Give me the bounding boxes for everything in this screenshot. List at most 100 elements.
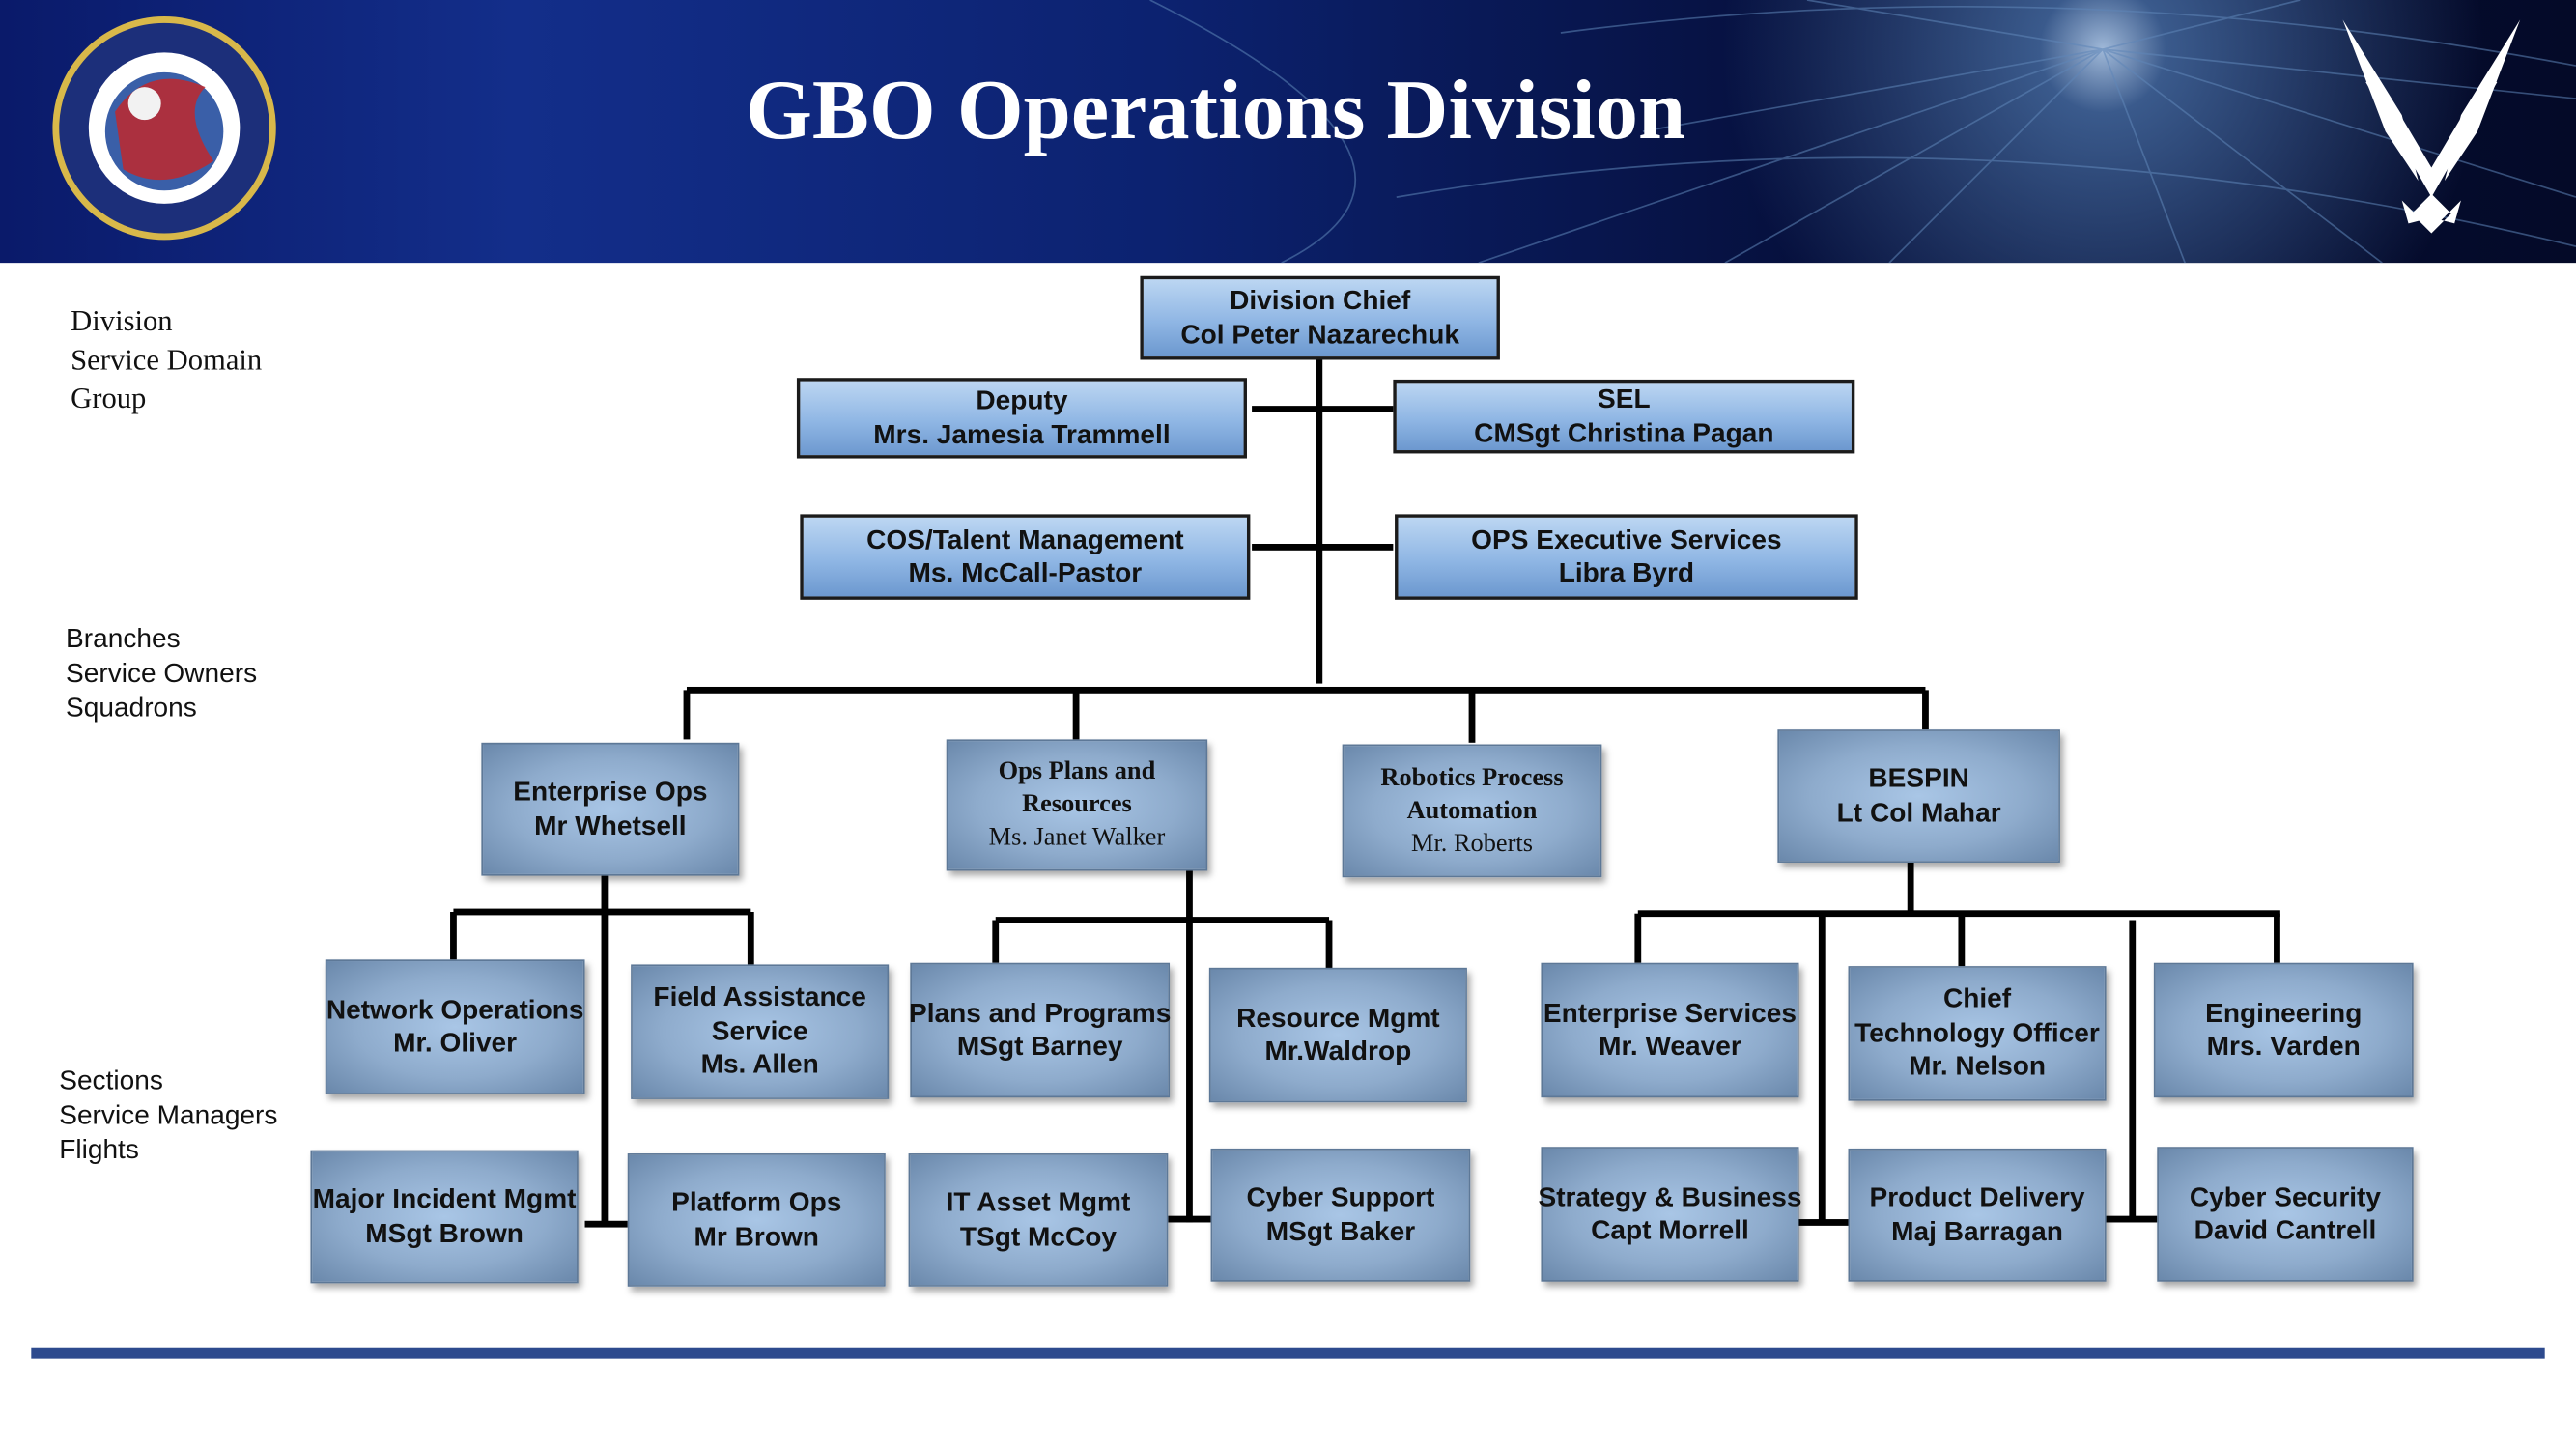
connector-line [1252, 406, 1394, 412]
box-person-name: Capt Morrell [1591, 1215, 1749, 1246]
box-unit-title: Enterprise Services [1543, 998, 1798, 1028]
connector-line [992, 920, 1000, 963]
legend-level-1: Division Service Domain Group [71, 302, 262, 418]
connector-line [747, 911, 754, 965]
box-person-name: Ms. Allen [700, 1050, 819, 1080]
connector-line [1325, 920, 1333, 970]
box-person-name: Ms. Janet Walker [988, 823, 1166, 852]
connector-line [1907, 862, 1914, 914]
box-person-name: Lt Col Mahar [1836, 797, 2001, 828]
header-banner: GBO Operations Division [0, 0, 2576, 264]
box-person-name: Mrs. Varden [2206, 1032, 2361, 1062]
box-unit-title: Plans and Programs [908, 998, 1172, 1028]
connector-line [995, 917, 1330, 923]
bottom-divider-bar [31, 1347, 2545, 1359]
connector-line [1168, 1215, 1211, 1223]
legend-text: Flights [59, 1135, 139, 1165]
connector-line [1922, 690, 1929, 730]
box-unit-title: OPS Executive Services [1471, 525, 1782, 555]
box-person-name: Mr. Oliver [393, 1028, 518, 1059]
box-unit-title: Cyber Support [1246, 1182, 1435, 1213]
box-unit-title: Resources [1022, 790, 1132, 819]
connector-line [683, 690, 691, 740]
box-unit-title: Product Delivery [1869, 1182, 2085, 1213]
connector-line [1252, 543, 1394, 551]
legend-text: Branches [66, 624, 181, 654]
connector-line [2274, 913, 2280, 963]
connector-line [601, 875, 609, 1226]
legend-text: Sections [59, 1065, 163, 1096]
box-unit-title: Network Operations [326, 994, 584, 1025]
box-unit-title: Chief [1942, 984, 2012, 1014]
connector-line [453, 908, 751, 916]
box-unit-title: Strategy & Business [1538, 1181, 1802, 1212]
box-unit-title: Division Chief [1230, 285, 1411, 316]
box-unit-title: Service [711, 1016, 808, 1047]
box-unit-title: Platform Ops [671, 1187, 842, 1218]
box-person-name: David Cantrell [2194, 1215, 2377, 1246]
legend-text: Division [71, 303, 173, 337]
box-unit-title: COS/Talent Management [866, 525, 1184, 555]
box-person-name: MSgt Barney [956, 1032, 1123, 1062]
legend-text: Service Domain [71, 342, 263, 376]
page-title: GBO Operations Division [746, 64, 1686, 158]
box-unit-title: Cyber Security [2189, 1181, 2382, 1212]
box-person-name: Mr. Weaver [1599, 1032, 1741, 1062]
legend-text: Group [71, 381, 147, 414]
box-person-name: Mr Brown [694, 1221, 819, 1252]
box-person-name: Mrs. Jamesia Trammell [873, 419, 1171, 450]
connector-line [1958, 913, 1966, 967]
connector-line [1186, 870, 1193, 1223]
connector-line [1072, 690, 1080, 740]
box-person-name: Mr. Nelson [1909, 1052, 2046, 1082]
connector-line [686, 686, 1926, 694]
box-person-name: Maj Barragan [1891, 1216, 2063, 1247]
box-person-name: Libra Byrd [1558, 558, 1695, 588]
box-person-name: MSgt Baker [1265, 1216, 1416, 1247]
box-unit-title: Engineering [2205, 998, 2363, 1028]
air-force-symbol-logo [2342, 19, 2521, 234]
box-person-name: Mr.Waldrop [1264, 1037, 1412, 1066]
connector-line [1798, 1219, 1849, 1226]
box-unit-title: Technology Officer [1854, 1018, 2100, 1048]
box-person-name: Ms. McCall-Pastor [908, 558, 1143, 588]
box-unit-title: Deputy [976, 385, 1068, 416]
box-person-name: Mr Whetsell [534, 810, 687, 841]
legend-level-2: Branches Service Owners Squadrons [66, 623, 257, 726]
box-unit-title: Enterprise Ops [513, 777, 708, 808]
box-unit-title: SEL [1598, 384, 1651, 414]
box-unit-title: Resource Mgmt [1236, 1003, 1440, 1034]
connector-line [2106, 1215, 2158, 1223]
legend-text: Squadrons [66, 693, 197, 724]
connector-line [2129, 920, 2137, 1221]
light-rays-decoration [1149, 0, 2576, 264]
connector-line [450, 911, 457, 960]
box-unit-title: Field Assistance [653, 982, 866, 1013]
box-person-name: Col Peter Nazarechuk [1180, 319, 1459, 350]
box-unit-title: Robotics Process [1380, 763, 1564, 791]
legend-text: Service Managers [59, 1100, 278, 1131]
legend-level-3: Sections Service Managers Flights [59, 1065, 277, 1168]
connector-line [1316, 359, 1323, 684]
connector-line [1818, 913, 1826, 1225]
box-person-name: MSgt Brown [365, 1218, 524, 1248]
